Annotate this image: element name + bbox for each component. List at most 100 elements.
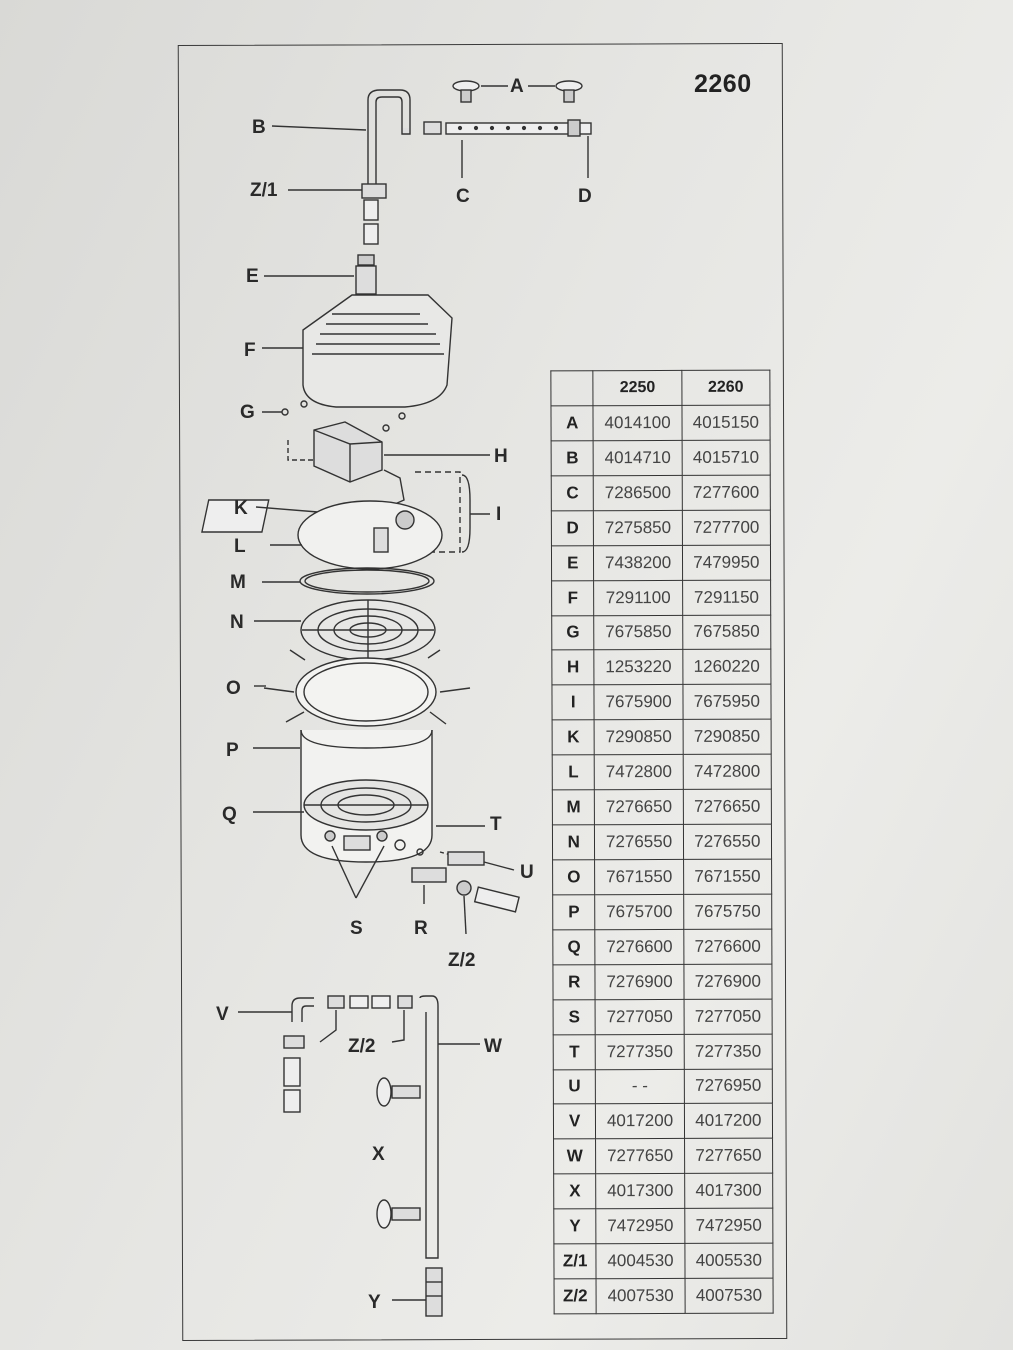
part-letter: L — [552, 754, 595, 791]
intake-strainer-y — [392, 1267, 443, 1317]
label-b: B — [252, 117, 266, 138]
part-number-2250: - - — [595, 1068, 685, 1105]
part-number-2260: 7671550 — [683, 859, 772, 895]
label-z2-lower: Z/2 — [348, 1036, 375, 1057]
part-number-2250: 7277650 — [595, 1138, 685, 1175]
o-ring-m — [262, 567, 435, 595]
part-number-2250: 4017200 — [595, 1103, 685, 1140]
part-number-2250: 7276600 — [595, 929, 684, 965]
part-letter: G — [551, 615, 595, 651]
label-p: P — [226, 740, 239, 761]
label-e: E — [246, 266, 259, 287]
intake-pipe-b — [367, 89, 411, 185]
part-letter: Z/2 — [554, 1278, 597, 1314]
label-c: C — [456, 186, 470, 207]
label-f: F — [244, 340, 256, 361]
label-t: T — [490, 814, 502, 835]
part-letter: H — [551, 650, 595, 686]
part-number-2250: 7472950 — [596, 1208, 685, 1244]
part-number-2250: 7276650 — [594, 789, 684, 825]
label-d: D — [578, 186, 592, 207]
suction-clips-x — [376, 1077, 421, 1229]
label-s: S — [350, 918, 363, 939]
table-header-row: 2250 2260 — [550, 370, 770, 406]
label-u: U — [520, 862, 534, 883]
pump-motor-h — [287, 421, 490, 505]
part-number-2250: 4017300 — [596, 1173, 685, 1209]
label-h: H — [494, 446, 508, 467]
valve-e — [264, 254, 377, 295]
label-a: A — [510, 76, 524, 97]
suction-cups-a — [452, 80, 583, 103]
part-letter: M — [552, 789, 595, 825]
part-letter: F — [551, 580, 595, 616]
spray-bar-c — [271, 119, 592, 178]
part-number-2250: 7291100 — [594, 580, 683, 616]
part-number-2260: 7675950 — [682, 684, 772, 720]
label-w: W — [484, 1036, 502, 1057]
part-number-2250: 7472800 — [594, 754, 684, 790]
label-z1: Z/1 — [250, 180, 278, 201]
part-number-2260: 7277600 — [681, 474, 771, 511]
part-number-2260: 7276650 — [683, 789, 772, 825]
part-letter: Z/1 — [553, 1243, 597, 1279]
part-number-2260: 7479950 — [682, 544, 771, 581]
part-number-2260: 4005530 — [684, 1243, 774, 1279]
part-letter: C — [551, 475, 594, 511]
part-number-2250: 7286500 — [593, 475, 683, 511]
label-r: R — [414, 918, 428, 939]
part-letter: Y — [553, 1208, 597, 1245]
canister-rim-o — [254, 649, 471, 727]
part-number-2260: 7276950 — [683, 1068, 773, 1104]
label-n: N — [230, 612, 244, 633]
part-number-2260: 7276550 — [683, 824, 772, 860]
filter-grid-n — [254, 599, 436, 661]
part-number-2250: 7675850 — [594, 614, 683, 651]
label-k: K — [234, 498, 248, 519]
part-number-2260: 7276900 — [683, 963, 773, 1000]
table-row: U- -7276950 — [553, 1068, 773, 1105]
part-number-2260: 7277350 — [683, 1033, 773, 1069]
part-number-2250: 7675700 — [595, 894, 684, 930]
header-model-2250: 2250 — [593, 370, 682, 406]
label-g: G — [240, 402, 255, 423]
part-number-2260: 7277700 — [682, 509, 771, 546]
motor-plate-k — [201, 471, 490, 553]
part-number-2260: 7675850 — [682, 614, 771, 650]
part-number-2260: 7291150 — [682, 579, 771, 615]
part-number-2260: 7472950 — [684, 1208, 773, 1244]
part-number-2250: 7276900 — [595, 964, 684, 1000]
part-letter: X — [553, 1174, 597, 1210]
label-v: V — [216, 1004, 229, 1025]
part-number-2260: 7276600 — [683, 928, 772, 965]
part-number-2250: 4014100 — [593, 405, 682, 441]
part-letter: U — [553, 1069, 596, 1105]
part-number-2260: 7675750 — [683, 894, 772, 930]
part-number-2250: 7675900 — [594, 684, 683, 721]
valve-group-tursz2 — [324, 825, 520, 935]
part-letter: S — [553, 999, 596, 1035]
connector-z1 — [288, 183, 387, 245]
part-letter: N — [552, 824, 595, 860]
part-number-2260: 7472800 — [682, 754, 772, 790]
part-letter: Q — [552, 929, 596, 965]
part-number-2260: 4015710 — [681, 440, 771, 476]
part-letter: T — [553, 1034, 596, 1070]
label-m: M — [230, 572, 246, 593]
